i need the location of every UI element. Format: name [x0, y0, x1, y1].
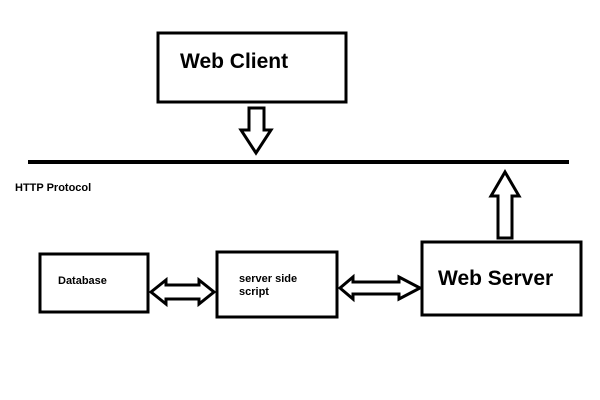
script-server-double-arrow [337, 273, 424, 303]
server-side-script-label: server side script [239, 273, 298, 298]
web-client-label: Web Client [180, 50, 289, 73]
database-script-double-arrow [148, 276, 217, 308]
web-server-label: Web Server [438, 267, 554, 290]
server-side-script-box [215, 250, 339, 319]
http-protocol-label: HTTP Protocol [15, 182, 92, 194]
database-box [38, 252, 150, 314]
database-label: Database [58, 275, 107, 287]
web-server-box [420, 240, 583, 317]
web-client-box [156, 31, 348, 104]
server-up-arrow [488, 169, 522, 240]
client-down-arrow [238, 106, 274, 156]
